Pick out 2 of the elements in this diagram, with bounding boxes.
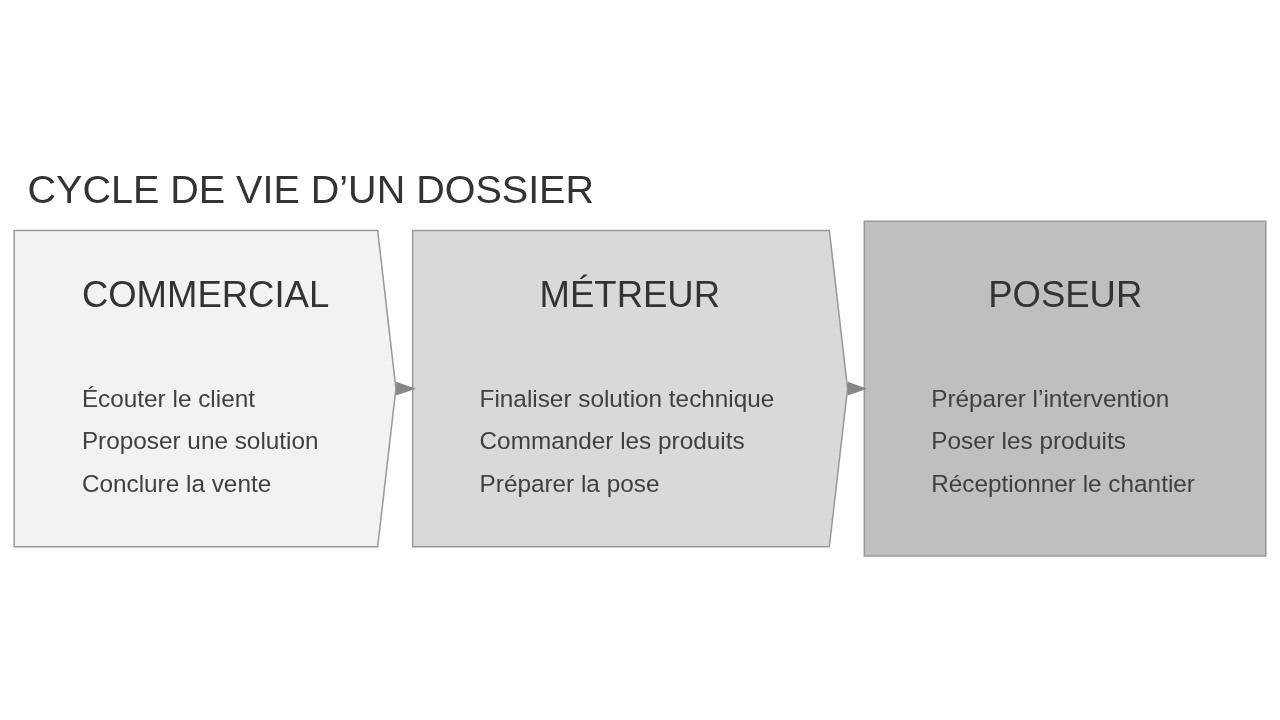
diagram-title: CYCLE DE VIE D’UN DOSSIER [27,166,595,211]
node-box: POSEUR Préparer l’intervention Poser les produits Réceptionner le chantier [863,220,1267,557]
